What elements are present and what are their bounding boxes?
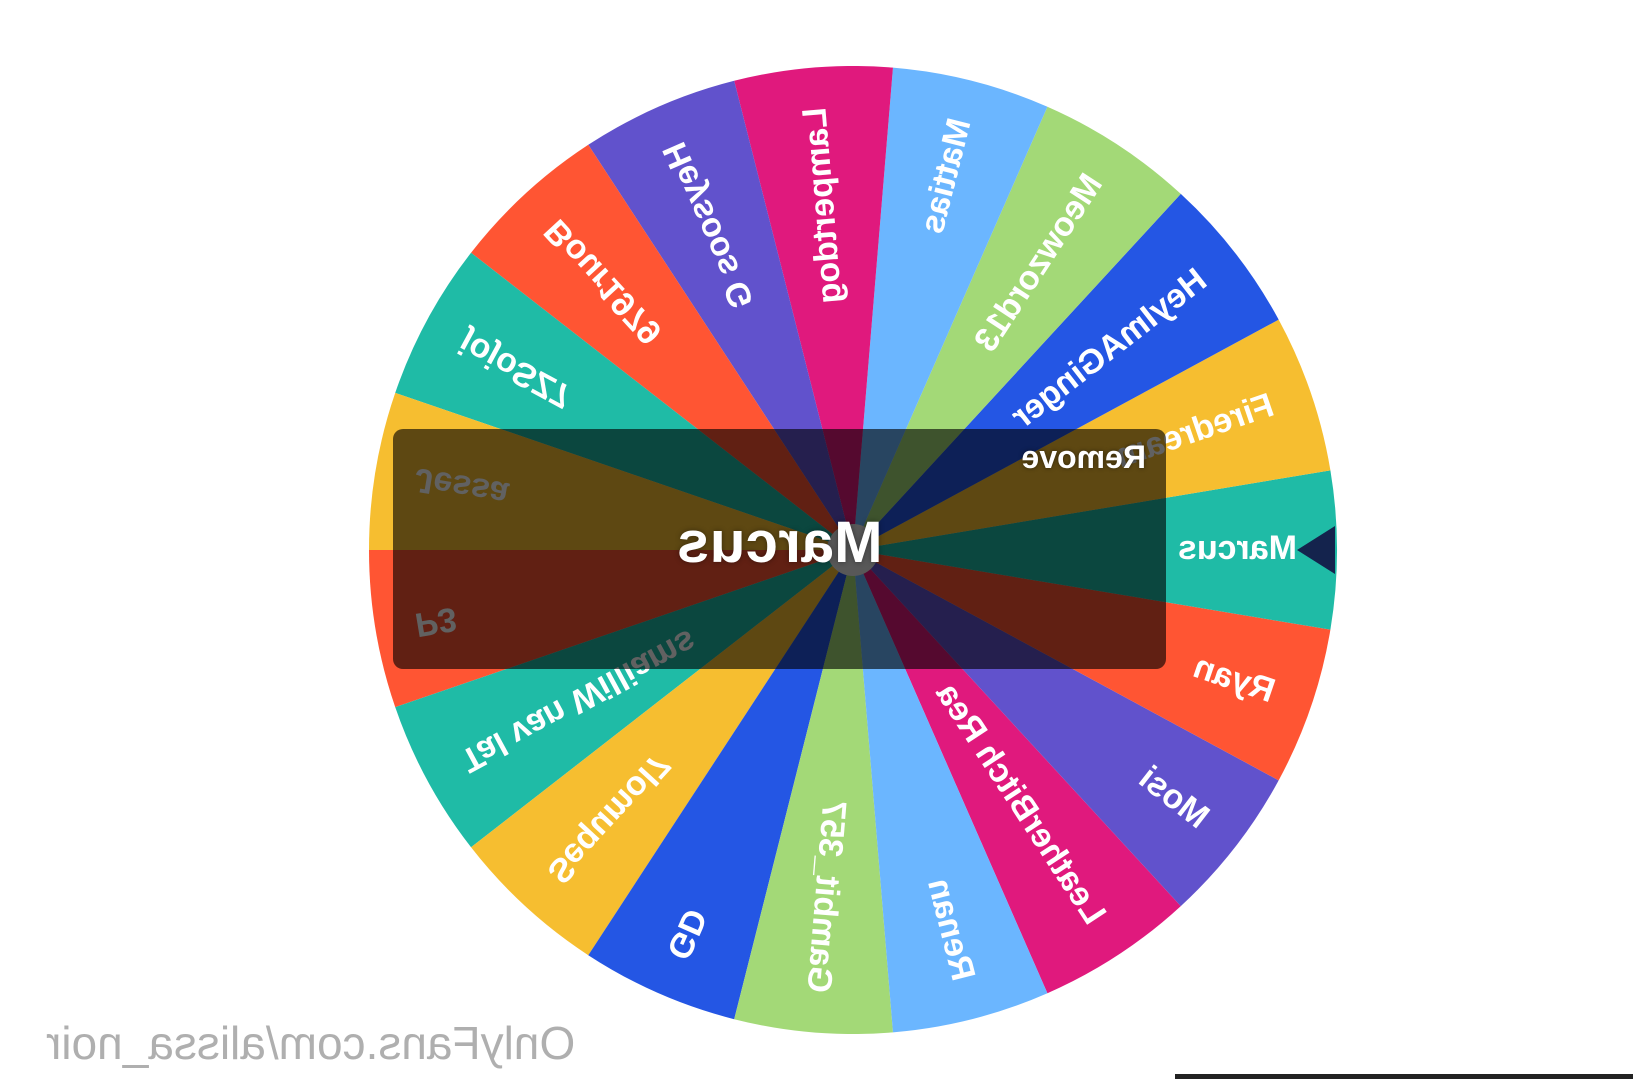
wheel-segment <box>734 550 893 1034</box>
winner-name: Marcus <box>676 510 883 575</box>
remove-button[interactable]: Remove <box>1021 439 1147 475</box>
wheel-segment <box>853 550 1048 1033</box>
wheel-segment-label: Marcus <box>1178 529 1297 567</box>
video-progress-bar[interactable] <box>1175 1074 1633 1079</box>
winner-dialog: Remove Marcus <box>393 429 1166 669</box>
wheel-pointer-icon <box>1297 526 1335 574</box>
